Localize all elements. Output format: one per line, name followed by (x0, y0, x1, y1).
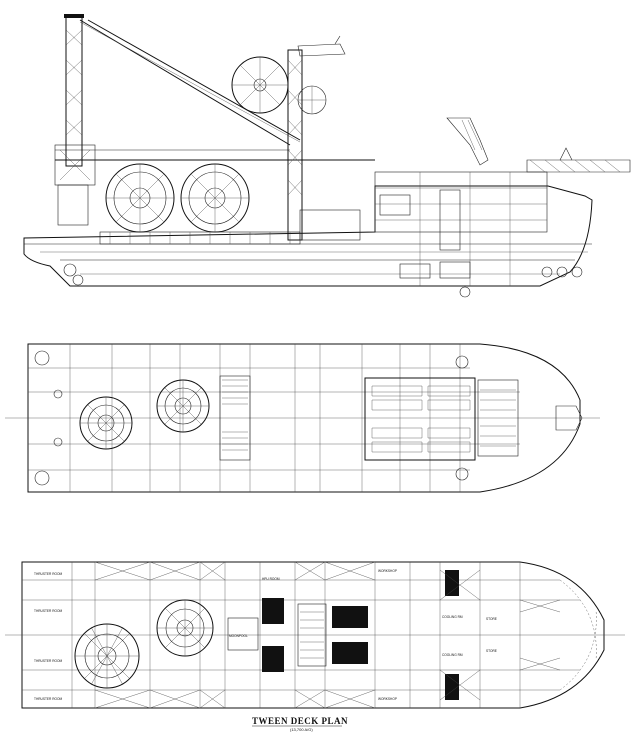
carousel-profile-2 (180, 163, 250, 233)
label-cooling-2: COOLING RM (442, 653, 463, 657)
carousel-plan-1 (79, 396, 133, 450)
label-cooling-1: COOLING RM (442, 615, 463, 619)
machinery-blocks (262, 598, 368, 672)
carousel-tween-1 (74, 623, 140, 689)
label-hpu-room: HPU ROOM (262, 577, 280, 581)
profile-view (23, 14, 631, 298)
thrusters-profile (63, 261, 583, 298)
label-workshop-2: WORKSHOP (378, 697, 397, 701)
carousel-plan-2 (156, 379, 210, 433)
label-thruster-room-3: THRUSTER ROOM (34, 659, 63, 663)
carousel-tween-2 (156, 599, 214, 657)
carousel-profile-1 (105, 163, 175, 233)
tanks-x-braced (94, 561, 376, 709)
label-thruster-room-4: THRUSTER ROOM (34, 697, 63, 701)
accommodation-block (364, 377, 519, 461)
label-thruster-room-1: THRUSTER ROOM (34, 572, 63, 576)
plan-title: TWEEN DECK PLAN (252, 716, 348, 726)
tween-deck-plan: MOONPOOL THRUSTER ROOM THRUSTER ROOM THR… (5, 561, 625, 732)
label-store-2: STORE (486, 649, 497, 653)
label-thruster-room-2: THRUSTER ROOM (34, 609, 63, 613)
lay-wheel (231, 56, 289, 114)
label-moonpool: MOONPOOL (229, 634, 248, 638)
plan-subtitle: (13,700 A/G) (290, 727, 313, 732)
label-store-1: STORE (486, 617, 497, 621)
main-deck-plan (5, 343, 600, 493)
label-workshop-1: WORKSHOP (378, 569, 397, 573)
